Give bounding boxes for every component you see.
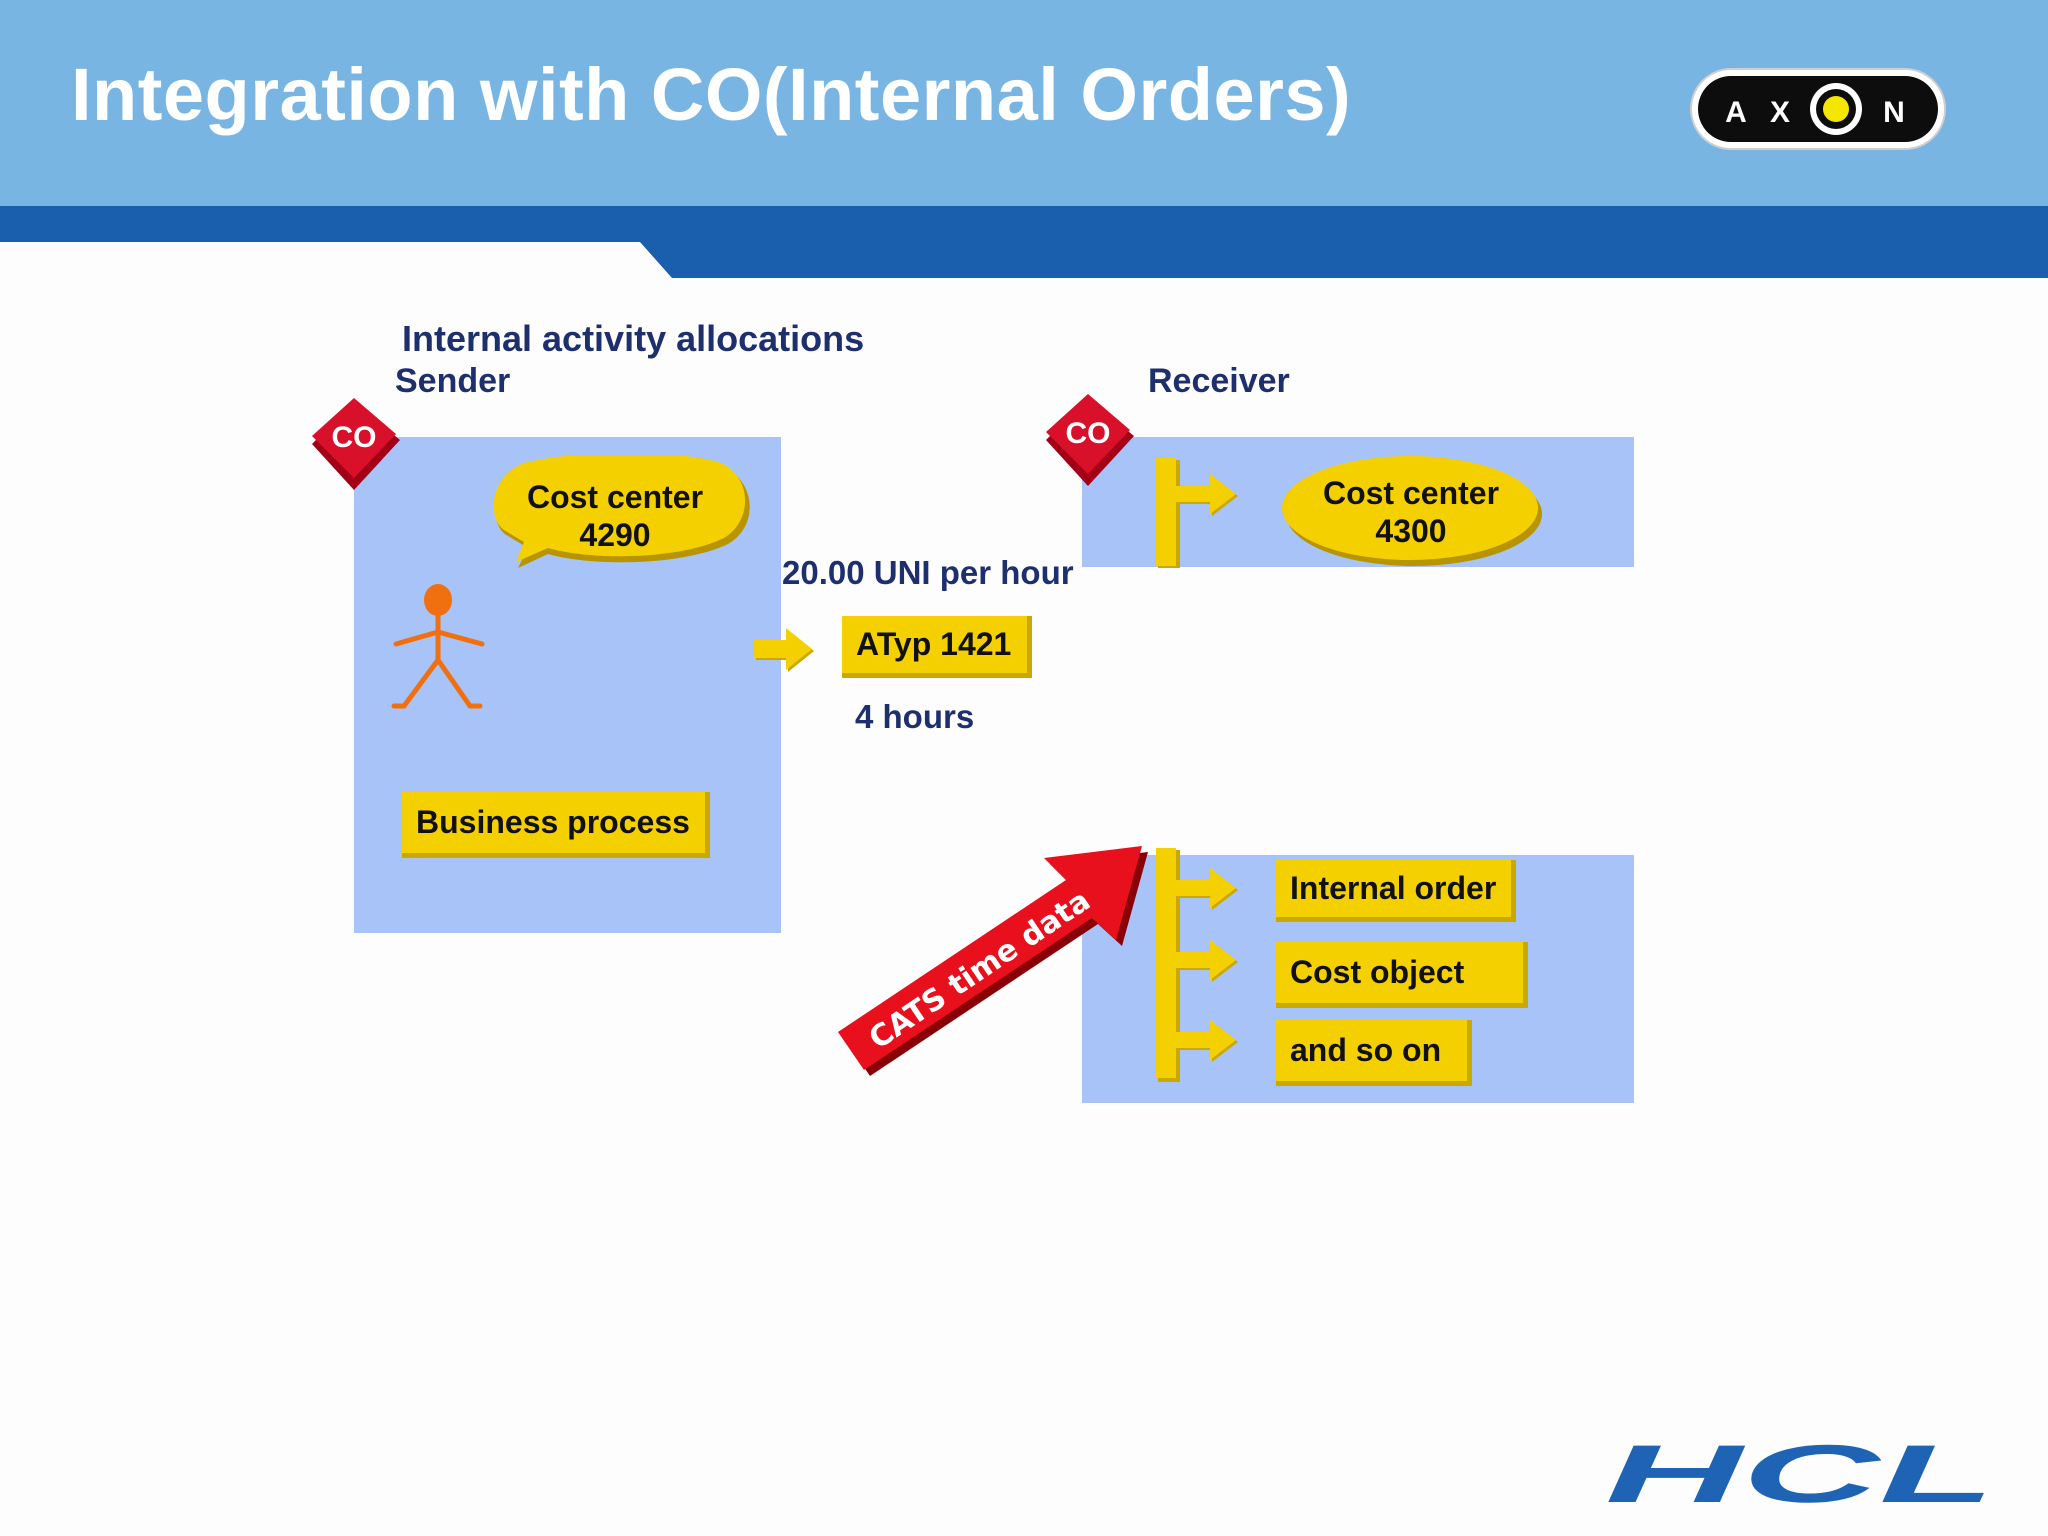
internal-order-box: Internal order — [1276, 860, 1516, 922]
receiver-co-text: CO — [1066, 417, 1111, 450]
receiver-cost-center-line2: 4300 — [1375, 513, 1447, 549]
receiver-label: Receiver — [1148, 362, 1290, 400]
arrow-right-icon — [754, 628, 814, 672]
receiver-co-badge: CO — [1046, 394, 1134, 486]
sender-co-badge: CO — [312, 398, 400, 490]
hcl-logo-text: HCL — [1605, 1440, 1995, 1510]
rate-label: 20.00 UNI per hour — [782, 554, 1074, 591]
receiver-top-bracket — [1156, 458, 1238, 568]
page-title: Integration with CO(Internal Orders) — [71, 53, 1352, 136]
activity-type-box: ATyp 1421 — [842, 616, 1032, 678]
cost-object-box: Cost object — [1276, 942, 1528, 1008]
person-icon — [391, 584, 485, 709]
hcl-logo: HCL — [1605, 1440, 1995, 1510]
diagram-heading: Internal activity allocations — [402, 318, 865, 359]
logo-letter-a: A — [1725, 96, 1747, 129]
logo-letter-x: X — [1770, 96, 1790, 129]
axon-logo: A X N — [1690, 68, 1946, 150]
receiver-bottom-bracket — [1156, 848, 1238, 1082]
sender-label: Sender — [395, 362, 511, 400]
hours-label: 4 hours — [855, 698, 975, 735]
receiver-cost-center-line1: Cost center — [1322, 475, 1500, 511]
sender-cost-center-line2: 4290 — [579, 517, 651, 553]
sender-co-text: CO — [332, 421, 377, 454]
cats-arrow-text: CATS time data — [863, 883, 1097, 1057]
receiver-cost-center-ellipse — [1282, 456, 1542, 566]
business-process-box: Business process — [402, 792, 710, 858]
and-so-on-box: and so on — [1276, 1020, 1472, 1086]
logo-letter-n: N — [1883, 96, 1905, 129]
sender-cost-center-line1: Cost center — [526, 479, 704, 515]
sender-cost-center-bubble — [493, 456, 750, 568]
cats-time-data-arrow: CATS time data — [838, 846, 1148, 1076]
